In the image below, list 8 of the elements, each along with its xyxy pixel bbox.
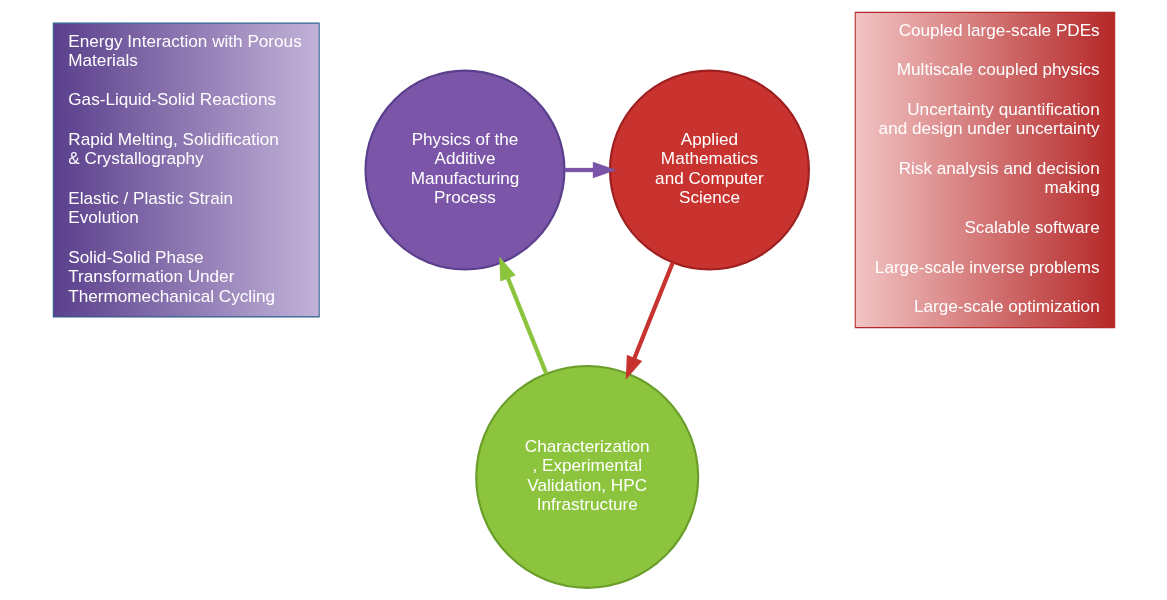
arrow [564, 161, 616, 179]
node-circle: Physics of the Additive Manufacturing Process [363, 69, 565, 271]
arrow [625, 261, 675, 380]
node-circle: Applied Mathematics and Computer Science [608, 69, 810, 271]
node-box: Coupled large-scale PDEs Multiscale coupled physics Uncertainty quantification and design under uncertainty Risk analysis and decision making Scalable software Large-scale inverse problems Large-scale optimization [854, 11, 1115, 329]
arrow [498, 256, 548, 375]
node-box: Energy Interaction with Porous Materials Gas-Liquid-Solid Reactions Rapid Melting, Solidification & Crystallography Elastic / Plastic Strain Evolution Solid-Solid Phase Transformation Under Thermomechanical Cycling [52, 22, 320, 318]
node-circle: Characterization, Experimental Validation, HPC Infrastructure [474, 364, 699, 589]
